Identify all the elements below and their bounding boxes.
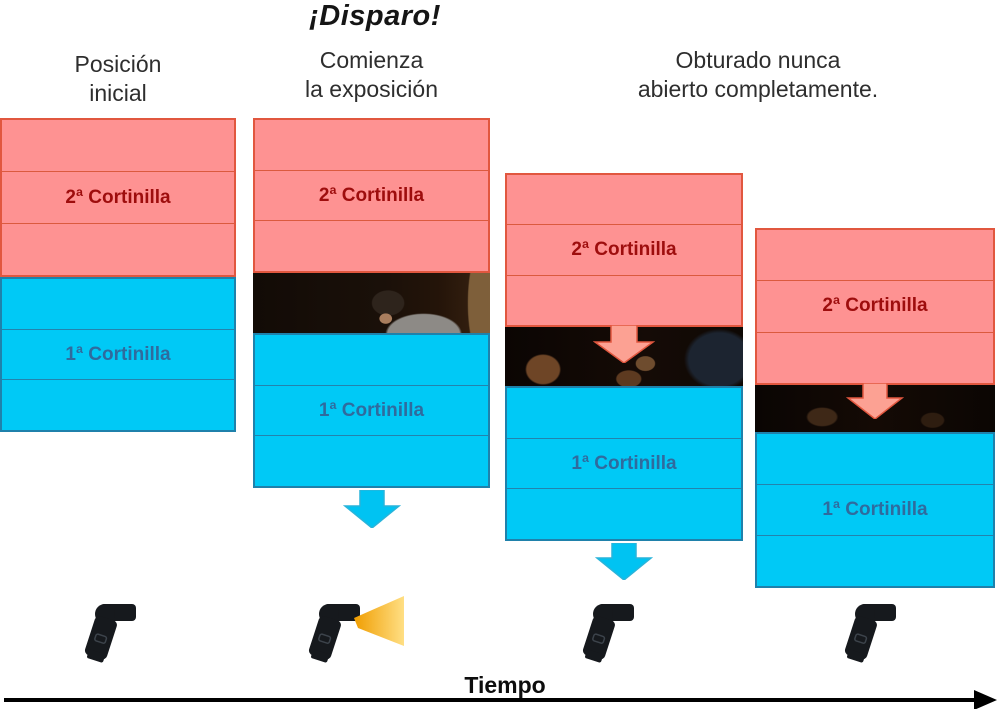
stage-3-diagram: 2ª Cortinilla 1ª Cortinilla <box>505 173 743 580</box>
first-curtain-block: 1ª Cortinilla <box>755 432 995 588</box>
curtain-segment <box>757 331 993 383</box>
second-curtain-block: 2ª Cortinilla <box>755 228 995 385</box>
curtain-segment <box>2 379 234 430</box>
curtain-segment <box>757 434 993 484</box>
curtain-segment <box>757 535 993 586</box>
curtain-segment <box>507 488 741 539</box>
curtain-segment <box>757 230 993 280</box>
curtain-segment <box>507 388 741 438</box>
stage-2-diagram: 2ª Cortinilla 1ª Cortinilla <box>253 118 490 528</box>
exposure-photo <box>505 325 743 386</box>
exposure-photo <box>755 383 995 432</box>
curtain-segment <box>2 120 234 171</box>
first-curtain-label: 1ª Cortinilla <box>507 437 741 489</box>
stage-4-diagram: 2ª Cortinilla 1ª Cortinilla <box>755 228 995 588</box>
first-curtain-label: 1ª Cortinilla <box>2 328 234 380</box>
second-curtain-block: 2ª Cortinilla <box>253 118 490 273</box>
flash-icon <box>580 599 636 663</box>
page-title: ¡Disparo! <box>309 0 441 32</box>
curtain-segment <box>507 175 741 224</box>
stage-1-diagram: 2ª Cortinilla 1ª Cortinilla <box>0 118 236 432</box>
curtain-segment <box>255 335 488 385</box>
first-curtain-block: 1ª Cortinilla <box>0 277 236 432</box>
pink-down-arrow-icon <box>846 383 904 419</box>
flash-beam-icon <box>354 596 404 646</box>
pink-down-arrow-icon <box>593 325 655 363</box>
second-curtain-label: 2ª Cortinilla <box>757 280 993 331</box>
first-curtain-block: 1ª Cortinilla <box>505 386 743 541</box>
column-header-posicion-inicial: Posición inicial <box>74 51 162 106</box>
second-curtain-block: 2ª Cortinilla <box>0 118 236 277</box>
cyan-down-arrow-icon <box>342 490 401 528</box>
curtain-segment <box>255 120 488 170</box>
cyan-down-arrow-icon <box>595 543 653 580</box>
second-curtain-label: 2ª Cortinilla <box>2 171 234 223</box>
second-curtain-label: 2ª Cortinilla <box>255 169 488 221</box>
column-header-comienza-exposicion: Comienza la exposición <box>305 47 438 102</box>
curtain-segment <box>255 435 488 486</box>
timeline-label: Tiempo <box>464 672 546 698</box>
curtain-segment <box>2 223 234 275</box>
column-header-obturado-nunca-abierto: Obturado nunca abierto completamente. <box>637 47 879 102</box>
curtain-segment <box>2 279 234 329</box>
curtain-segment <box>507 274 741 325</box>
flash-icon <box>306 599 362 663</box>
first-curtain-label: 1ª Cortinilla <box>757 484 993 535</box>
curtain-segment <box>255 220 488 271</box>
second-curtain-label: 2ª Cortinilla <box>507 224 741 274</box>
flash-icon <box>842 599 898 663</box>
timeline-right-arrow-icon <box>4 690 997 709</box>
exposure-photo <box>253 273 490 333</box>
first-curtain-label: 1ª Cortinilla <box>255 384 488 436</box>
first-curtain-block: 1ª Cortinilla <box>253 333 490 488</box>
second-curtain-block: 2ª Cortinilla <box>505 173 743 327</box>
flash-icon <box>82 599 138 663</box>
